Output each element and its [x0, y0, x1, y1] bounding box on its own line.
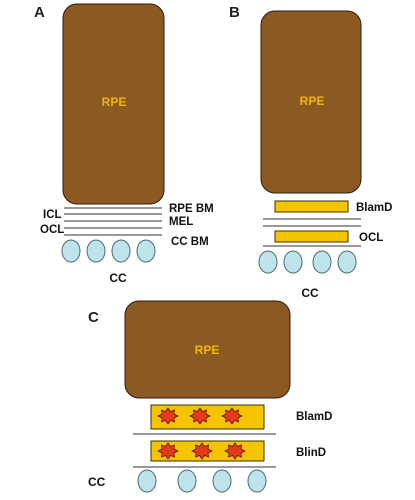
lipid-spot-icon — [189, 407, 211, 425]
panel-b-basal-laminar-deposit — [274, 200, 349, 213]
panel-a-capillary — [136, 239, 156, 263]
lipid-spot-icon — [224, 442, 246, 460]
panel-a-ocl-label: OCL — [40, 224, 64, 236]
panel-b-rpe-label: RPE — [300, 94, 325, 108]
panel-c-cc-label: CC — [88, 475, 106, 489]
panel-c-rpe-label: RPE — [195, 343, 220, 357]
panel-b-letter: B — [229, 4, 240, 21]
panel-a-capillary — [111, 239, 131, 263]
panel-b-blamd-label: BlamD — [356, 202, 392, 214]
panel-a-capillary — [61, 239, 81, 263]
panel-a-rpe-bm-label: RPE BM — [169, 203, 214, 215]
panel-a: A RPE RPE BM ICL MEL OCL CC BM CC — [34, 3, 214, 285]
panel-c-capillary — [247, 469, 267, 493]
panel-a-letter: A — [34, 4, 45, 21]
panel-b-rpe-cell — [260, 10, 362, 194]
panel-c-blind-label: BlinD — [296, 447, 326, 459]
panel-a-rpe-label: RPE — [102, 95, 127, 109]
panel-b-capillary — [312, 250, 332, 274]
panel-c-capillary — [177, 469, 197, 493]
panel-a-capillary — [86, 239, 106, 263]
panel-c-lipid-spots-upper — [157, 407, 243, 425]
panel-c-capillary — [137, 469, 157, 493]
panel-a-cc-label: CC — [109, 271, 127, 285]
panel-a-icl-label: ICL — [43, 209, 62, 221]
panel-c-capillary — [212, 469, 232, 493]
lipid-spot-icon — [191, 442, 213, 460]
panel-b-ocl-deposit — [274, 230, 349, 243]
panel-c-letter: C — [88, 309, 99, 326]
panel-a-cc-bm-label: CC BM — [171, 236, 209, 248]
panel-b: B RPE BlamD OCL CC — [229, 4, 392, 300]
panel-c-lipid-spots-lower — [157, 442, 246, 460]
panel-b-capillary — [283, 250, 303, 274]
panel-b-capillary — [337, 250, 357, 274]
lipid-spot-icon — [221, 407, 243, 425]
panel-b-capillary — [258, 250, 278, 274]
lipid-spot-icon — [157, 442, 179, 460]
panel-c: C RPE BlamD BlinD CC — [88, 300, 332, 493]
panel-b-cc-label: CC — [301, 286, 319, 300]
lipid-spot-icon — [157, 407, 179, 425]
panel-c-blamd-label: BlamD — [296, 411, 332, 423]
panel-a-rpe-cell — [62, 3, 165, 205]
panel-a-mel-label: MEL — [169, 216, 193, 228]
panel-c-rpe-cell — [124, 300, 291, 399]
panel-b-ocl-label: OCL — [359, 232, 383, 244]
